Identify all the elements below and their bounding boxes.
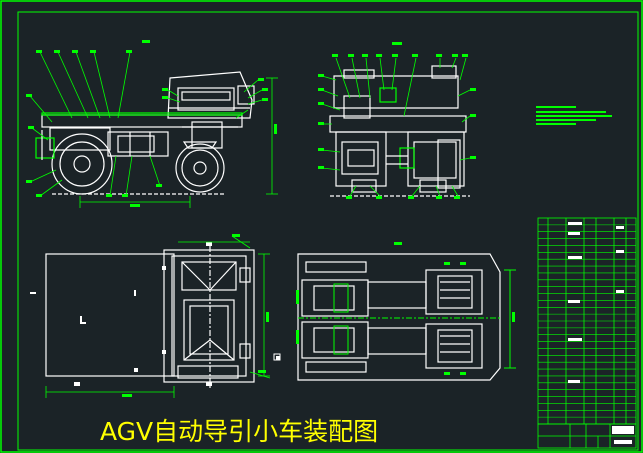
- parts-list-rows: [538, 224, 636, 418]
- side-view-leaders: [321, 57, 471, 197]
- top-view-right-labels: [296, 242, 515, 375]
- top-view-right-accents: [298, 269, 516, 369]
- top-view-left-details: [30, 242, 280, 386]
- parts-list-fills: [568, 222, 624, 383]
- side-view: [329, 65, 470, 197]
- title-block-fills: [612, 426, 634, 444]
- inner-border: [17, 11, 639, 451]
- center-marker: [273, 353, 281, 361]
- front-view-balloons: [26, 40, 277, 207]
- drawing-title: AGV自动导引小车装配图: [100, 417, 379, 446]
- technical-notes: [536, 106, 612, 125]
- front-view-leaders: [29, 51, 278, 208]
- top-view-right: [297, 253, 501, 381]
- front-view: [35, 71, 255, 195]
- top-view-left-labels: [122, 234, 269, 397]
- title-block: [537, 423, 637, 449]
- top-view-left: [45, 246, 255, 390]
- side-view-balloons: [318, 42, 476, 199]
- top-view-left-dims: [45, 235, 271, 398]
